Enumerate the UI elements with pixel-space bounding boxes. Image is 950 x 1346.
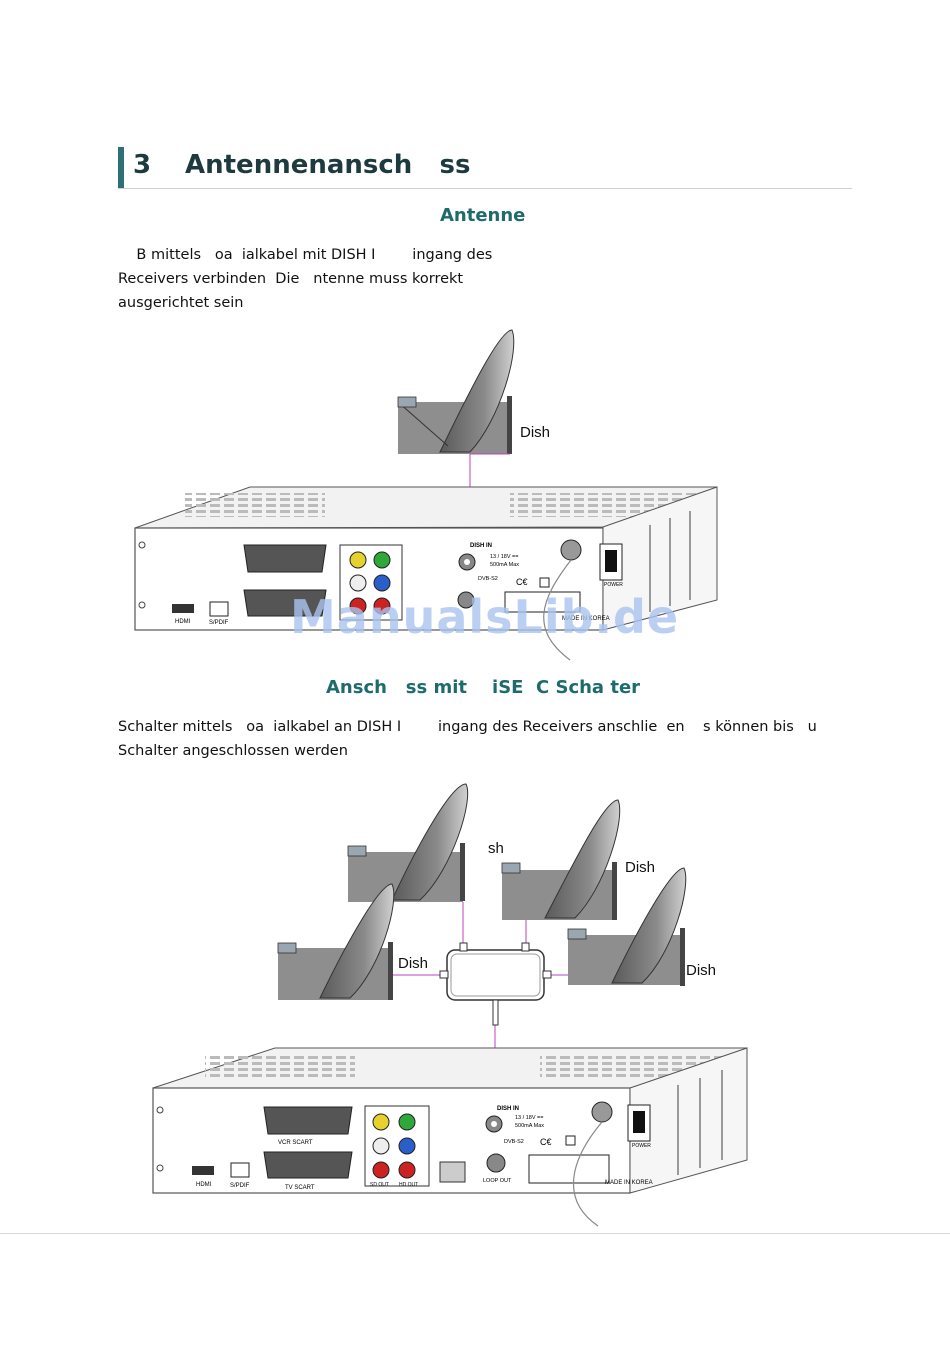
svg-text:13 / 18V ==: 13 / 18V ==: [515, 1115, 543, 1121]
section-title: Antennenansch ss: [185, 150, 471, 180]
subheading-diseqc: Ansch ss mit iSE C Scha ter: [326, 677, 641, 698]
svg-text:POWER: POWER: [604, 582, 623, 588]
svg-text:S/PDIF: S/PDIF: [230, 1183, 250, 1189]
svg-text:500mA Max: 500mA Max: [490, 562, 519, 568]
paragraph-1-line-1: B mittels oa ialkabel mit DISH I ingang …: [118, 247, 493, 263]
svg-text:MADE IN KOREA: MADE IN KOREA: [562, 616, 610, 622]
svg-text:500mA Max: 500mA Max: [515, 1123, 544, 1129]
paragraph-1-line-2: Receivers verbinden Die ntenne muss korr…: [118, 271, 464, 287]
diseqc-switch: [439, 942, 552, 1026]
svg-text:Dish: Dish: [686, 962, 716, 979]
svg-text:LOOP OUT: LOOP OUT: [483, 1178, 512, 1184]
svg-text:C€: C€: [516, 577, 528, 587]
receiver-1: VCR SCART HDMI S/PDIF DISH IN 13 / 18V =…: [134, 486, 718, 661]
dish-2c: Dish: [277, 883, 428, 1000]
paragraph-1-line-3: ausgerichtet sein: [118, 295, 244, 311]
footer-divider: [0, 1233, 950, 1234]
svg-text:SD OUT: SD OUT: [370, 1182, 389, 1188]
svg-text:DISH IN: DISH IN: [497, 1106, 519, 1112]
heading-accent-bar: [118, 147, 124, 188]
receiver-2: VCR SCART TV SCART HDMI S/PDIF SD OUT HD…: [152, 1047, 748, 1227]
svg-text:Dish: Dish: [398, 955, 428, 972]
svg-text:HDMI: HDMI: [196, 1182, 212, 1188]
section-number: 3: [133, 150, 152, 180]
svg-text:MADE IN KOREA: MADE IN KOREA: [605, 1180, 653, 1186]
dish-2b: Dish: [501, 799, 655, 920]
subheading-antenne: Antenne: [440, 205, 526, 226]
dish-2a: sh: [347, 783, 504, 902]
paragraph-2-line-1: Schalter mittels oa ialkabel an DISH I i…: [118, 719, 817, 735]
svg-text:DVB-S2: DVB-S2: [478, 576, 498, 582]
watermark: ManualsLib.de: [290, 590, 680, 644]
svg-text:sh: sh: [488, 840, 504, 857]
heading-divider: [118, 188, 852, 189]
svg-text:C€: C€: [540, 1137, 552, 1147]
svg-text:DVB-S2: DVB-S2: [504, 1139, 524, 1145]
svg-text:VCR SCART: VCR SCART: [258, 578, 293, 584]
paragraph-2-line-2: Schalter angeschlossen werden: [118, 743, 348, 759]
svg-text:VCR SCART: VCR SCART: [278, 1140, 313, 1146]
svg-text:HDMI: HDMI: [175, 619, 191, 625]
dish-1-label: Dish: [520, 424, 550, 441]
svg-text:S/PDIF: S/PDIF: [209, 620, 229, 626]
svg-text:13 / 18V ==: 13 / 18V ==: [490, 554, 518, 560]
svg-text:POWER: POWER: [632, 1143, 651, 1149]
svg-text:DISH IN: DISH IN: [470, 543, 492, 549]
dish-2d: Dish: [567, 867, 716, 986]
svg-text:Dish: Dish: [625, 859, 655, 876]
svg-text:TV SCART: TV SCART: [285, 1185, 315, 1191]
svg-text:HD OUT: HD OUT: [399, 1182, 418, 1188]
dish-1: Dish: [397, 329, 550, 454]
